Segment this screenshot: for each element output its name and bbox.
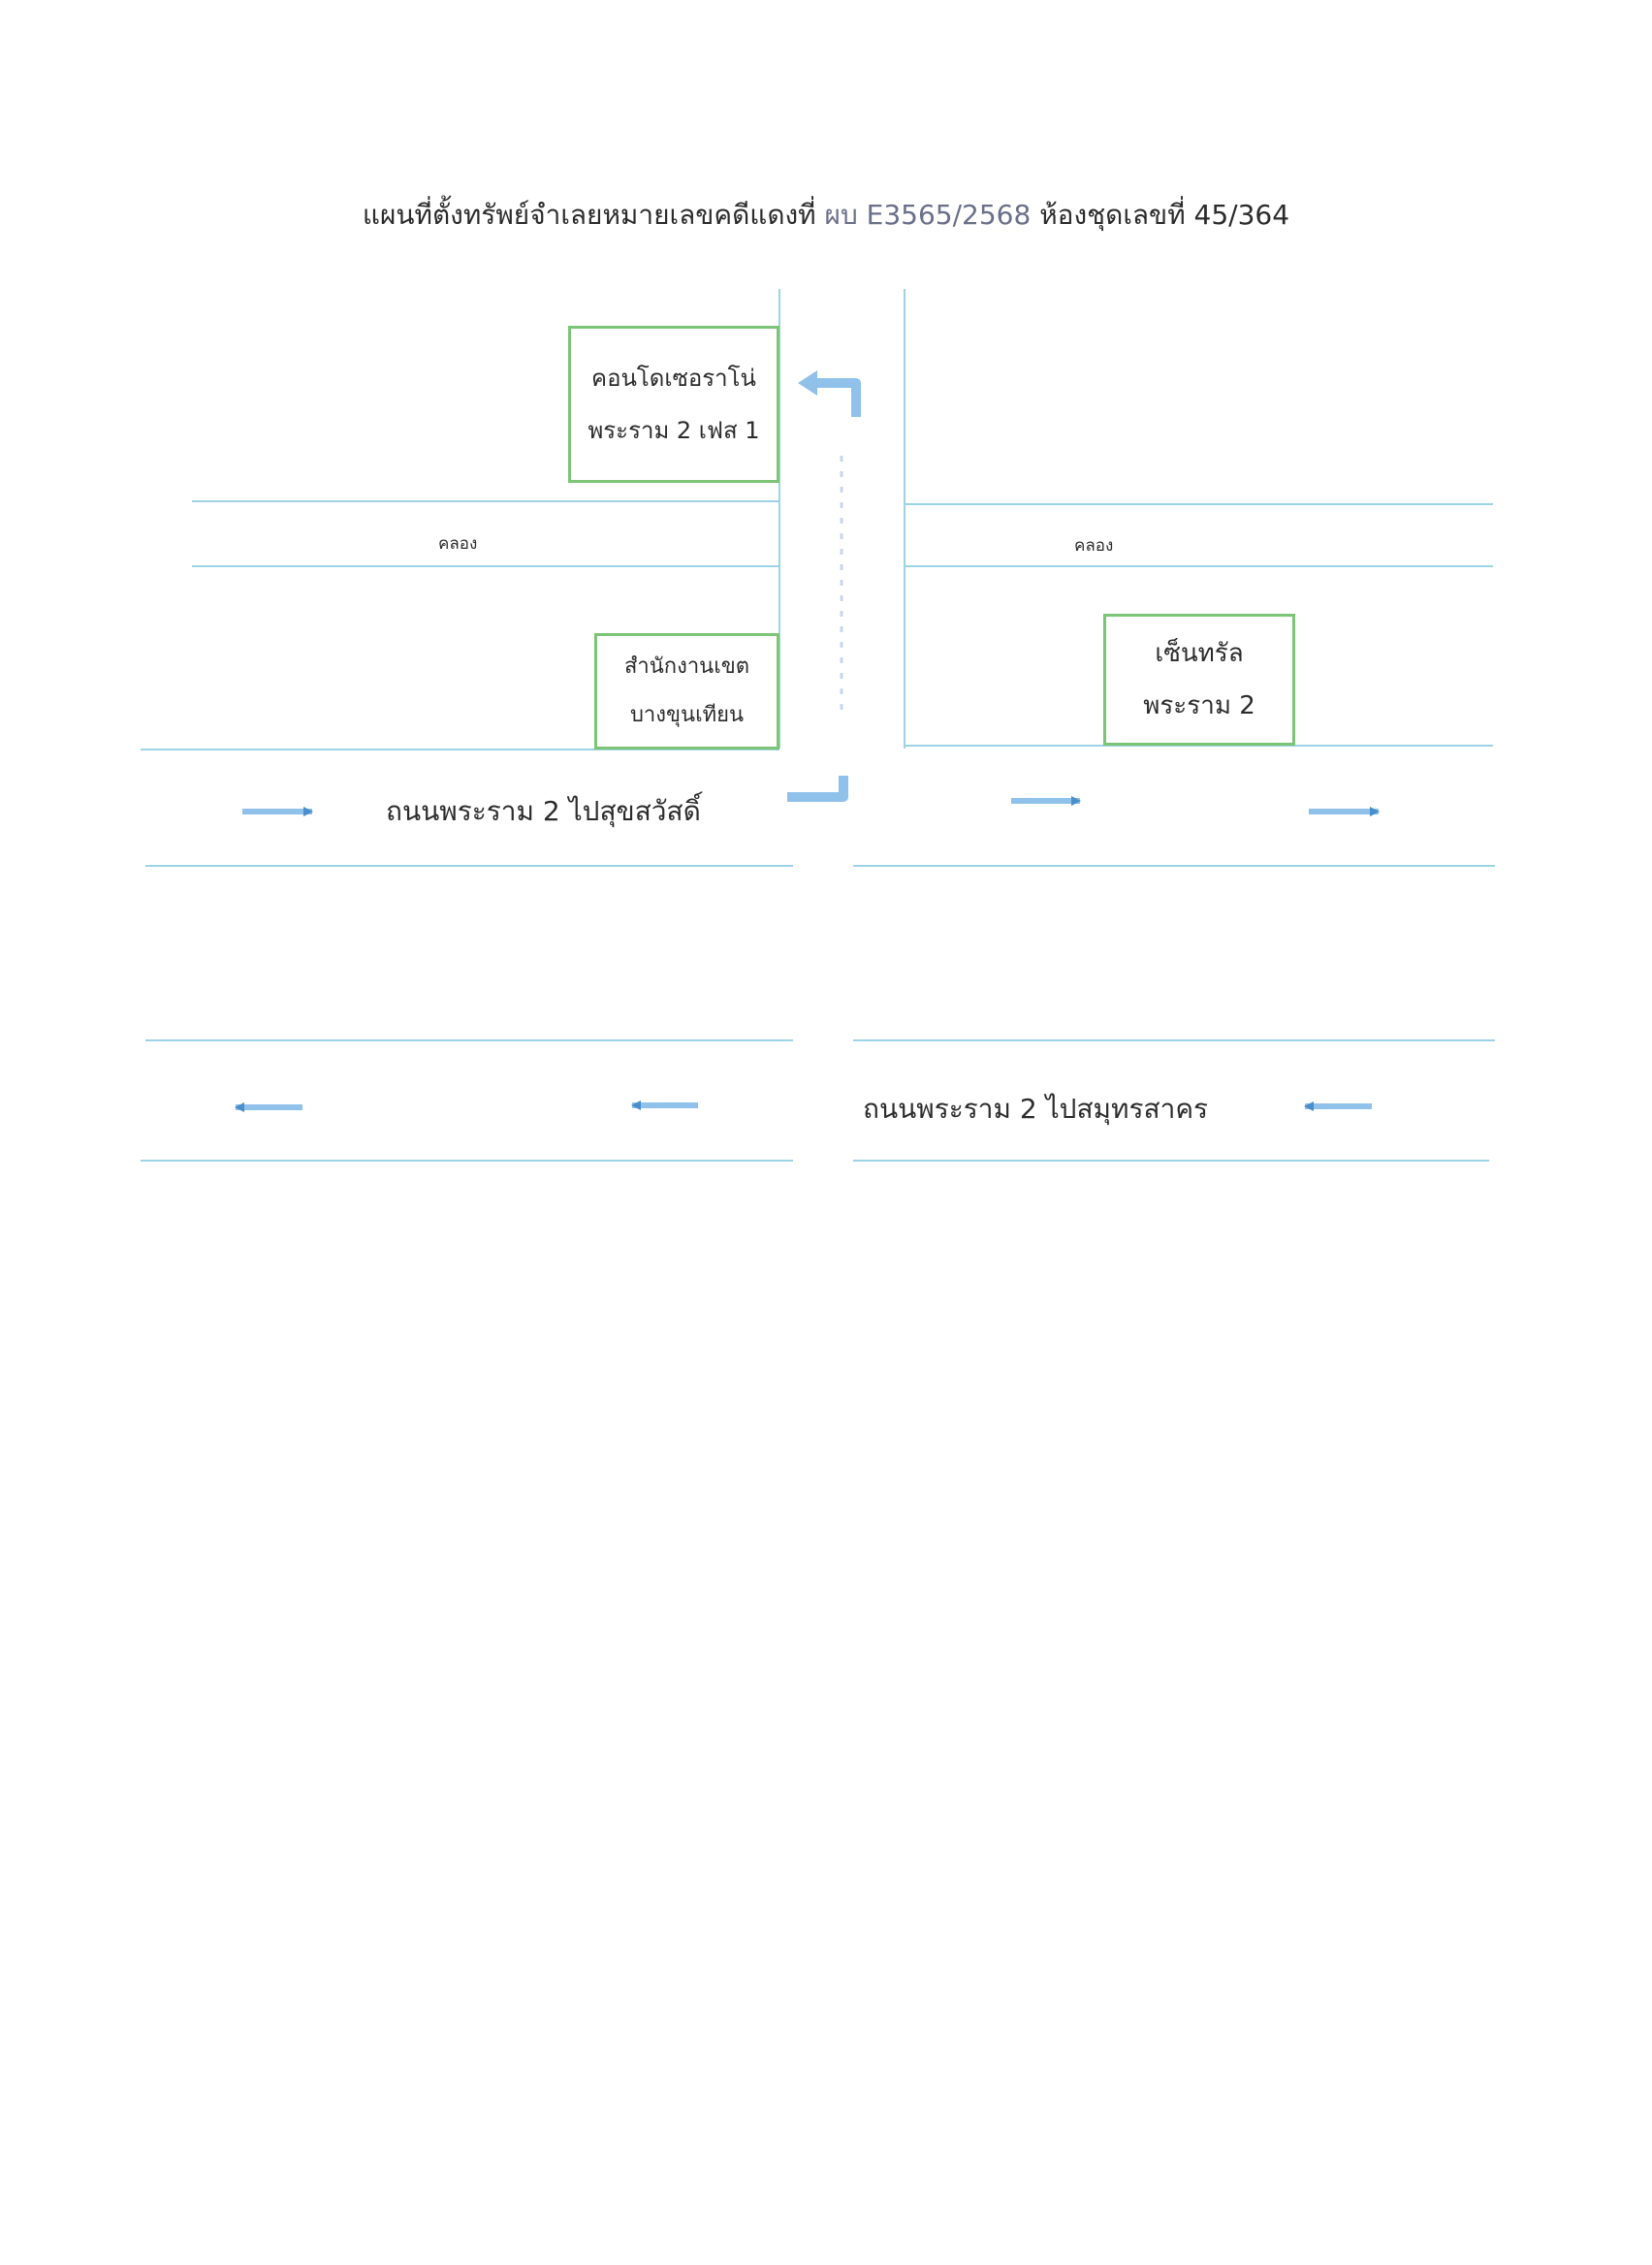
turn-arrow-top-icon bbox=[814, 378, 861, 417]
condo-phase: พระราม 2 เฟส 1 bbox=[588, 417, 760, 444]
map-title: แผนที่ตั้งทรัพย์จำเลยหมายเลขคดีแดงที่ ผบ… bbox=[0, 194, 1652, 237]
turn-arrow-top-head-icon bbox=[798, 370, 817, 396]
central-mall-name: เซ็นทรัล bbox=[1155, 639, 1244, 668]
central-mall-box: เซ็นทรัล พระราม 2 bbox=[1103, 614, 1295, 746]
district-office-line1: สำนักงานเขต bbox=[623, 654, 750, 679]
title-main: แผนที่ตั้งทรัพย์จำเลยหมายเลขคดีแดงที่ bbox=[362, 199, 816, 231]
turn-arrow-bottom-icon bbox=[787, 776, 848, 802]
condo-name: คอนโดเซอราโน่ bbox=[591, 365, 756, 392]
district-office-box: สำนักงานเขต บางขุนเทียน bbox=[594, 633, 779, 750]
canal-label-left: คลอง bbox=[438, 534, 478, 554]
road-label-lower: ถนนพระราม 2 ไปสมุทรสาคร bbox=[863, 1093, 1209, 1125]
road-label-upper: ถนนพระราม 2 ไปสุขสวัสดิ์ bbox=[386, 795, 701, 827]
unit-number: ห้องชุดเลขที่ 45/364 bbox=[1039, 199, 1290, 231]
canal-label-right: คลอง bbox=[1074, 536, 1114, 556]
central-mall-branch: พระราม 2 bbox=[1143, 691, 1255, 720]
case-number: ผบ E3565/2568 bbox=[824, 199, 1032, 231]
district-office-line2: บางขุนเทียน bbox=[629, 703, 745, 727]
condo-box: คอนโดเซอราโน่ พระราม 2 เฟส 1 bbox=[568, 326, 779, 483]
